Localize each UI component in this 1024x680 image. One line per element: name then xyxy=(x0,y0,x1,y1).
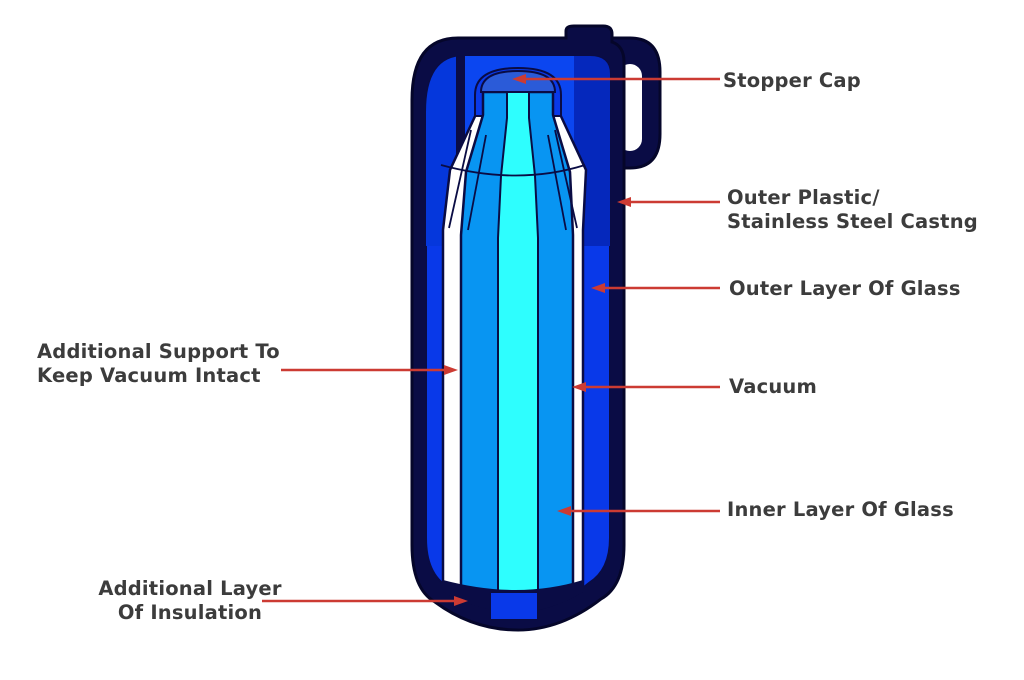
stopper-cap-shape xyxy=(479,69,557,93)
shoulder-facet-line xyxy=(440,164,586,177)
outer-casing-label: Outer Plastic/ Stainless Steel Castng xyxy=(727,186,978,234)
inner-glass-label: Inner Layer Of Glass xyxy=(727,498,954,521)
stopper-cap-label: Stopper Cap xyxy=(723,69,861,92)
outer-casing-label-line1: Outer Plastic/ xyxy=(727,186,880,209)
facet-line-glass-left xyxy=(467,134,487,231)
outer-casing-label-line2: Stainless Steel Castng xyxy=(727,210,978,233)
liquid-interior-shape xyxy=(497,91,539,598)
insulation-label: Additional Layer Of Insulation xyxy=(85,577,295,625)
support-label: Additional Support To Keep Vacuum Intact xyxy=(37,340,280,388)
annotation-arrows xyxy=(262,74,720,606)
outer-glass-label: Outer Layer Of Glass xyxy=(729,277,961,300)
insulation-label-line1: Additional Layer xyxy=(98,577,282,600)
insulation-label-line2: Of Insulation xyxy=(117,601,263,624)
support-label-line1: Additional Support To xyxy=(37,340,280,363)
bottom-support-block xyxy=(489,591,539,621)
facet-line-white-left xyxy=(448,129,472,229)
facet-line-white-right xyxy=(554,129,578,229)
support-label-line2: Keep Vacuum Intact xyxy=(37,364,261,387)
facet-line-glass-right xyxy=(547,134,567,231)
vacuum-label: Vacuum xyxy=(729,375,818,398)
